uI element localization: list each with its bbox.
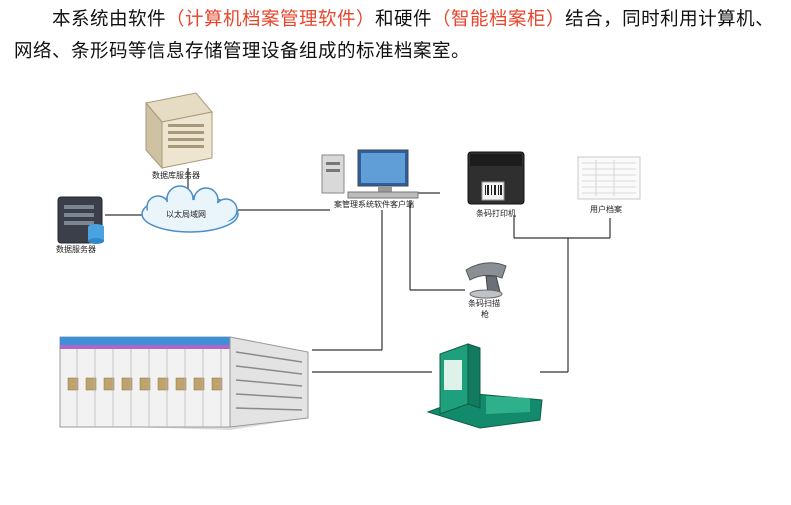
intro-paragraph: 本系统由软件（计算机档案管理软件）和硬件（智能档案柜）结合，同时利用计算机、网络…: [14, 4, 784, 68]
connection-lines: [105, 168, 611, 373]
lan-label: 以太局域网: [166, 209, 206, 219]
intro-text-3: 结合，同时利用计算机、网络、条形码等信息存储管理设备组成的标准档案室。: [14, 9, 775, 62]
intro-text-1: 本系统由软件: [52, 9, 167, 30]
user-archive-label: 用户档案: [590, 204, 622, 214]
client-computer-icon: [321, 149, 419, 199]
db-server-label: 数据库服务器: [152, 170, 200, 180]
data-server-label: 数据服务器: [56, 244, 96, 254]
archive-document-icon: [577, 156, 641, 200]
software-highlight: （计算机档案管理软件）: [166, 9, 376, 30]
printer-label: 条码打印机: [476, 208, 516, 218]
archive-cabinet-icon: [59, 336, 309, 430]
scanner-label-2: 枪: [481, 309, 489, 319]
lan-cloud-icon: [141, 185, 239, 233]
client-label: 案管理系统软件客户端: [334, 199, 414, 209]
barcode-printer-icon: [467, 151, 525, 205]
database-server-icon: [145, 92, 213, 170]
data-server-icon: [57, 196, 104, 244]
archive-box-icon: [426, 343, 543, 429]
hardware-highlight: （智能档案柜）: [432, 9, 566, 30]
intro-text-2: 和硬件: [375, 9, 433, 30]
barcode-scanner-icon: [465, 262, 507, 299]
scanner-label-1: 条码扫描: [468, 298, 500, 308]
